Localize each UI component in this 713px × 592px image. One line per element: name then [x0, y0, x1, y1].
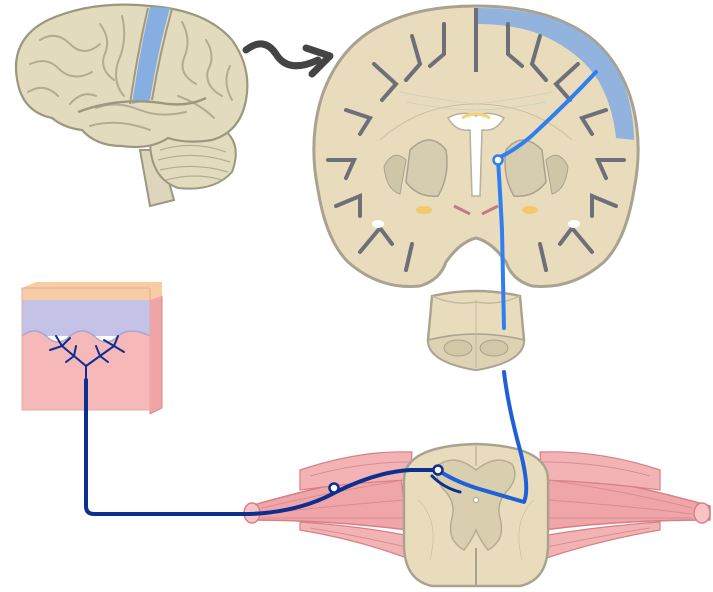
skin-block — [21, 282, 163, 415]
brainstem-section — [426, 289, 526, 372]
nerve-endings — [49, 335, 125, 381]
first-order-neuron — [84, 378, 440, 516]
coronal-motor-highlight — [478, 8, 634, 140]
sensory-pathway — [84, 70, 598, 516]
coronal-sulci — [326, 22, 626, 272]
spinal-cord-cross-section — [402, 442, 550, 588]
spinal-nerve-roots — [243, 451, 711, 561]
brain-coronal-section — [312, 4, 640, 288]
second-order-neuron — [436, 370, 529, 504]
ascending-tract — [496, 158, 506, 330]
brain-lateral-view — [14, 3, 249, 208]
dorsal-root-ganglion-marker — [328, 482, 340, 494]
thalamus-synapse-marker — [492, 154, 504, 166]
motor-cortex-highlight — [132, 7, 170, 104]
deep-nuclei — [372, 112, 580, 228]
lateral-cerebrum — [14, 3, 249, 149]
third-order-neuron — [496, 70, 598, 160]
dorsal-horn-synapse-marker — [432, 464, 444, 476]
lateral-gyri — [27, 15, 233, 131]
transition-arrow — [242, 40, 334, 78]
